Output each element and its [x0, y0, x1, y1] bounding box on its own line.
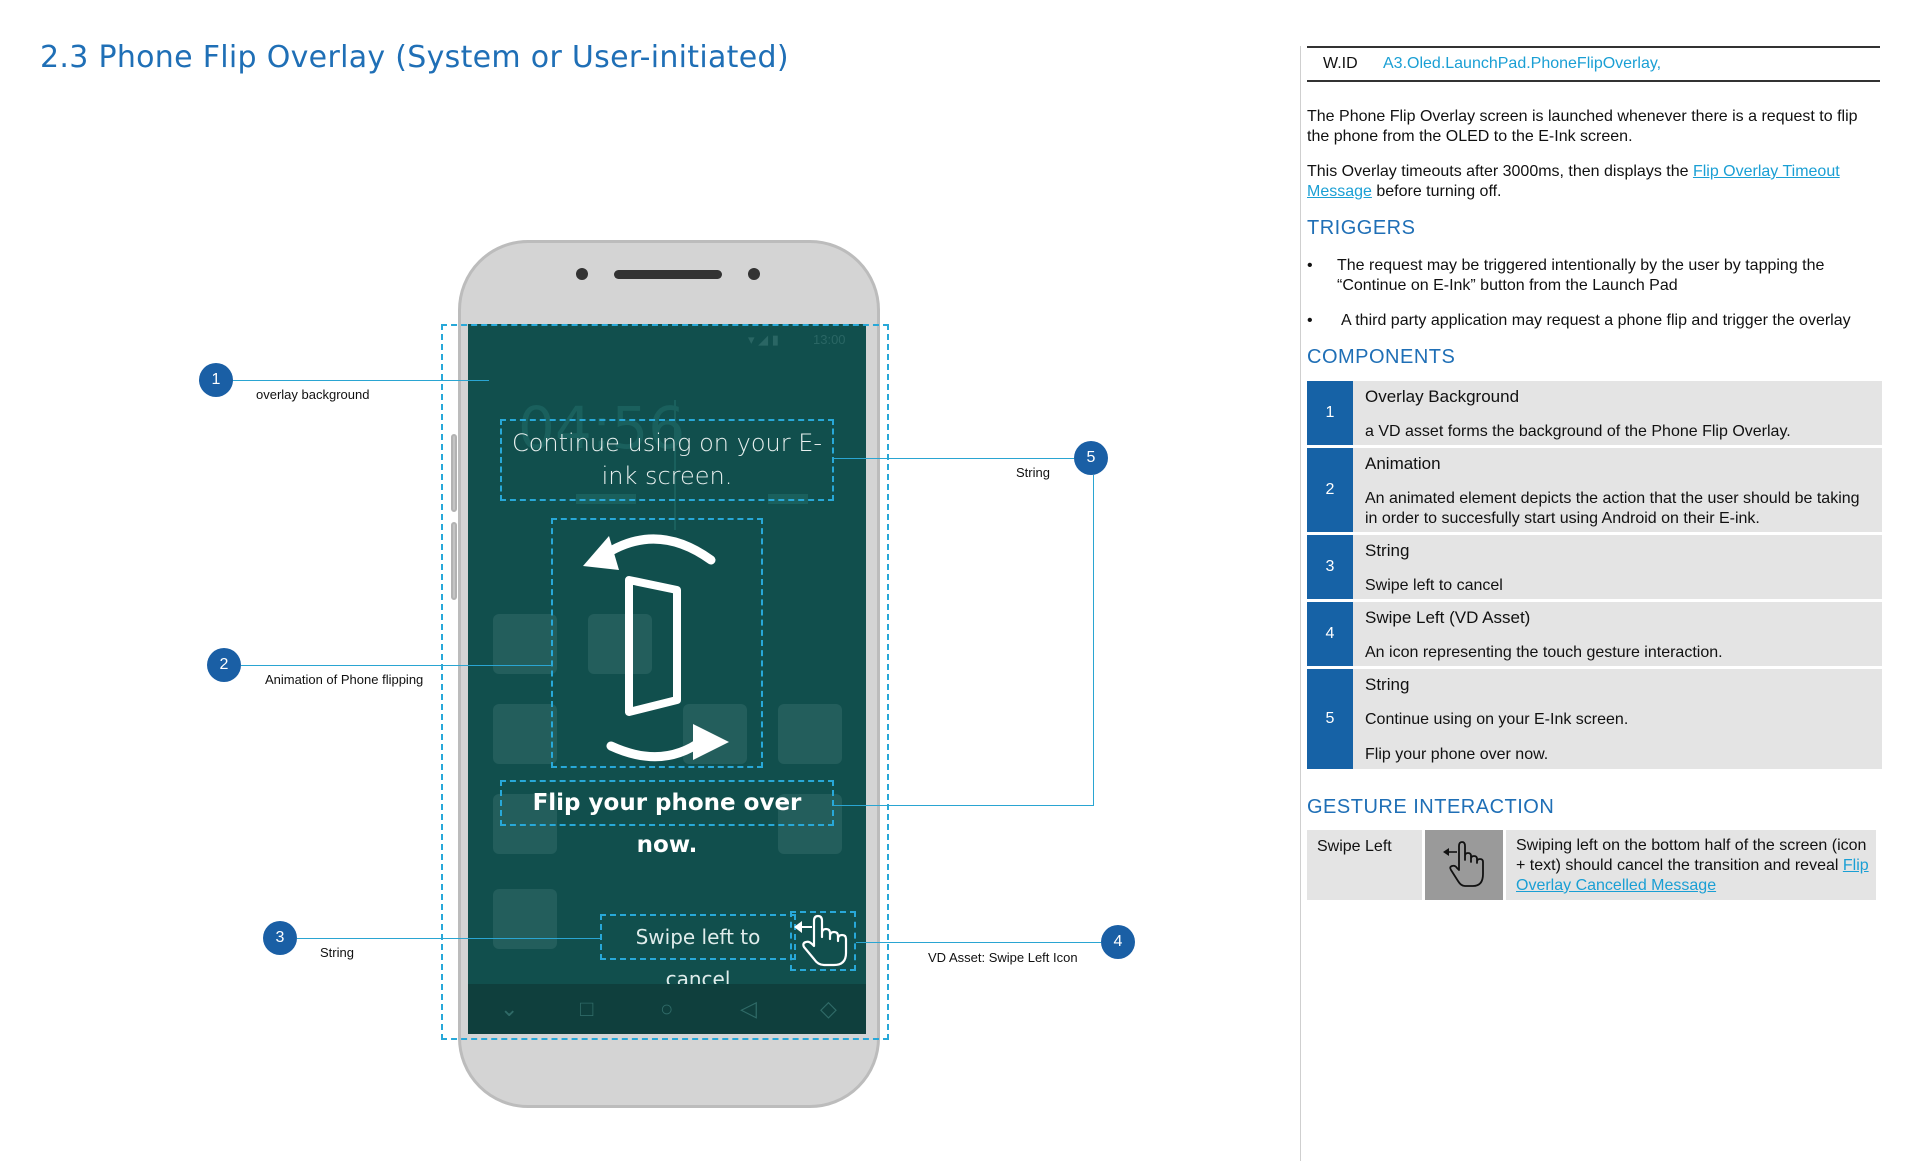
- components-heading: COMPONENTS: [1307, 346, 1456, 368]
- gesture-desc-text: Swiping left on the bottom half of the s…: [1516, 837, 1867, 874]
- gesture-name-cell: Swipe Left: [1307, 830, 1422, 900]
- component-desc: a VD asset forms the background of the P…: [1365, 423, 1791, 440]
- component-row: 1 Overlay Background a VD asset forms th…: [1307, 381, 1882, 445]
- callout-label-3: String: [320, 945, 354, 960]
- triggers-heading: TRIGGERS: [1307, 217, 1416, 239]
- callout-line-5: [834, 458, 1074, 459]
- gesture-icon-cell: [1425, 830, 1503, 900]
- overlay-bounds: [441, 324, 889, 1040]
- component-title: String: [1365, 541, 1410, 560]
- callout-badge-1: 1: [199, 363, 233, 397]
- ghost-divider: [674, 400, 676, 530]
- gesture-desc-cell: Swiping left on the bottom half of the s…: [1506, 830, 1876, 900]
- callout-label-2: Animation of Phone flipping: [265, 672, 424, 687]
- ghost-app-tile: [778, 704, 842, 764]
- ghost-app-tile: [588, 614, 652, 674]
- component-title: String: [1365, 675, 1410, 694]
- component-desc: Swipe left to cancel: [1365, 577, 1503, 594]
- phone-flip-animation: [551, 518, 763, 768]
- component-number: 1: [1307, 381, 1353, 445]
- gesture-heading: GESTURE INTERACTION: [1307, 796, 1555, 818]
- trigger-item: • A third party application may request …: [1307, 311, 1887, 331]
- wid-value: A3.Oled.LaunchPad.PhoneFlipOverlay,: [1383, 55, 1662, 72]
- callout-line-5-vertical: [1093, 475, 1094, 805]
- phone-volume-up-button: [451, 434, 457, 512]
- phone-screen: 13:00 ▾ ◢ ▮ 04:56 Continue using on your…: [468, 324, 866, 1034]
- callout-line-5-lower: [834, 805, 1094, 806]
- nav-recents-icon: □: [580, 996, 594, 1021]
- bullet-dot: •: [1307, 312, 1313, 329]
- nav-down-icon: ⌄: [500, 996, 519, 1021]
- callout-label-5: String: [1016, 465, 1050, 480]
- flip-overlay-timeout-link[interactable]: Flip Overlay Timeout Message: [1307, 163, 1840, 200]
- column-divider: [1300, 46, 1301, 1161]
- gesture-desc: Swiping left on the bottom half of the s…: [1516, 836, 1871, 896]
- component-desc: Continue using on your E-Ink screen.: [1365, 711, 1629, 728]
- callout-badge-4: 4: [1101, 925, 1135, 959]
- nav-home-icon: ○: [660, 996, 674, 1021]
- nav-back-icon: ◁: [740, 996, 757, 1021]
- page-title: 2.3 Phone Flip Overlay (System or User-i…: [40, 40, 789, 75]
- callout-line-2: [241, 665, 551, 666]
- callout-badge-3: 3: [263, 921, 297, 955]
- phone-sensor: [748, 268, 760, 280]
- component-number: 2: [1307, 448, 1353, 532]
- component-row: 2 Animation An animated element depicts …: [1307, 448, 1882, 532]
- component-number: 5: [1307, 669, 1353, 769]
- gesture-name: Swipe Left: [1317, 838, 1392, 855]
- swipe-left-hand-icon: [1443, 841, 1484, 887]
- component-row: 5 String Continue using on your E-Ink sc…: [1307, 669, 1882, 769]
- callout-line-3: [297, 938, 600, 939]
- phone-volume-down-button: [451, 522, 457, 600]
- overlay-background: 13:00 ▾ ◢ ▮ 04:56 Continue using on your…: [468, 324, 866, 991]
- string-flip-phone: Flip your phone over now.: [500, 780, 834, 858]
- wid-label: W.ID: [1323, 55, 1358, 72]
- ghost-app-tile: [493, 889, 557, 949]
- component-title: Swipe Left (VD Asset): [1365, 608, 1531, 627]
- flip-overlay-cancelled-link[interactable]: Flip Overlay Cancelled Message: [1516, 857, 1869, 894]
- component-title: Animation: [1365, 454, 1441, 473]
- trigger-item: • The request may be triggered intention…: [1307, 256, 1887, 296]
- component-title: Overlay Background: [1365, 387, 1520, 406]
- trigger-text: The request may be triggered intentional…: [1337, 257, 1825, 294]
- ghost-clock: 04:56: [518, 394, 686, 462]
- trigger-text: A third party application may request a …: [1341, 312, 1851, 329]
- intro-paragraph-2: This Overlay timeouts after 3000ms, then…: [1307, 162, 1882, 202]
- nav-diamond-icon: ◇: [820, 996, 837, 1021]
- wid-row: W.ID A3.Oled.LaunchPad.PhoneFlipOverlay,: [1307, 46, 1880, 82]
- ghost-app-tile: [493, 704, 557, 764]
- swipe-left-icon[interactable]: [790, 911, 856, 971]
- component-desc: An icon representing the touch gesture i…: [1365, 644, 1723, 661]
- callout-badge-5: 5: [1074, 441, 1108, 475]
- callout-badge-2: 2: [207, 648, 241, 682]
- phone-speaker: [614, 270, 722, 279]
- callout-label-4: VD Asset: Swipe Left Icon: [928, 950, 1078, 965]
- component-number: 3: [1307, 535, 1353, 599]
- callout-line-1: [233, 380, 489, 381]
- phone-flip-icon: [583, 534, 729, 762]
- nav-bar: ⌄ □ ○ ◁ ◇: [468, 984, 866, 1034]
- intro-paragraph-1: The Phone Flip Overlay screen is launche…: [1307, 108, 1858, 145]
- component-desc: An animated element depicts the action t…: [1365, 490, 1860, 527]
- component-desc: Flip your phone over now.: [1365, 746, 1549, 763]
- phone-camera: [576, 268, 588, 280]
- component-row: 4 Swipe Left (VD Asset) An icon represen…: [1307, 602, 1882, 666]
- ghost-app-tile: [493, 614, 557, 674]
- callout-label-1: overlay background: [256, 387, 370, 402]
- component-row: 3 String Swipe left to cancel: [1307, 535, 1882, 599]
- status-icons: ▾ ◢ ▮: [748, 332, 779, 347]
- status-time: 13:00: [813, 332, 846, 347]
- string-continue-using: Continue using on your E-ink screen.: [500, 419, 834, 501]
- hand-pointer-icon: [794, 914, 848, 967]
- intro-text: before turning off.: [1371, 183, 1502, 200]
- intro-text: This Overlay timeouts after 3000ms, then…: [1307, 163, 1693, 180]
- bullet-dot: •: [1307, 257, 1313, 274]
- callout-line-4: [856, 942, 1101, 943]
- component-number: 4: [1307, 602, 1353, 666]
